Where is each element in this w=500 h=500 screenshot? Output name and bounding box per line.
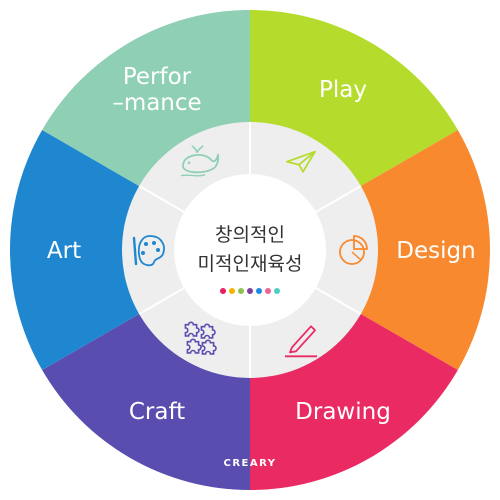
segment-label-line: Drawing <box>295 399 391 425</box>
segment-label-performance: Perfor–mance <box>112 64 201 116</box>
color-dot <box>229 288 235 294</box>
pencil-icon <box>285 325 317 358</box>
segment-label-drawing: Drawing <box>295 399 391 425</box>
brand-logo: CREARY <box>223 458 276 469</box>
color-dot <box>238 288 244 294</box>
segment-label-design: Design <box>396 238 475 264</box>
whale-icon <box>180 145 220 177</box>
segment-label-play: Play <box>319 77 367 103</box>
inner-divider <box>138 287 185 315</box>
color-dot <box>265 288 271 294</box>
paper-plane-icon <box>286 150 316 173</box>
segment-label-craft: Craft <box>129 399 185 425</box>
segment-label-line: –mance <box>112 90 201 116</box>
segment-label-line: Design <box>396 238 475 264</box>
palette-icon <box>132 235 165 267</box>
center-title-line2: 미적인재육성 <box>198 253 303 275</box>
segment-label-line: Craft <box>129 399 185 425</box>
center-circle <box>174 174 326 326</box>
inner-divider <box>315 185 362 213</box>
color-dot <box>220 288 226 294</box>
puzzle-icon <box>184 321 217 355</box>
color-dot <box>274 288 280 294</box>
center-hub: 창의적인 미적인재육성 <box>174 174 326 326</box>
color-dot <box>247 288 253 294</box>
segment-label-line: Art <box>47 238 81 264</box>
color-dot <box>256 288 262 294</box>
pie-chart-icon <box>339 235 368 265</box>
inner-divider <box>138 185 185 213</box>
icon-ring <box>132 145 368 358</box>
segment-label-art: Art <box>47 238 81 264</box>
segment-label-line: Play <box>319 77 367 103</box>
center-title-line1: 창의적인 <box>215 224 285 246</box>
inner-divider <box>315 287 362 315</box>
color-dots <box>220 288 280 294</box>
segment-label-line: Perfor <box>123 64 192 90</box>
